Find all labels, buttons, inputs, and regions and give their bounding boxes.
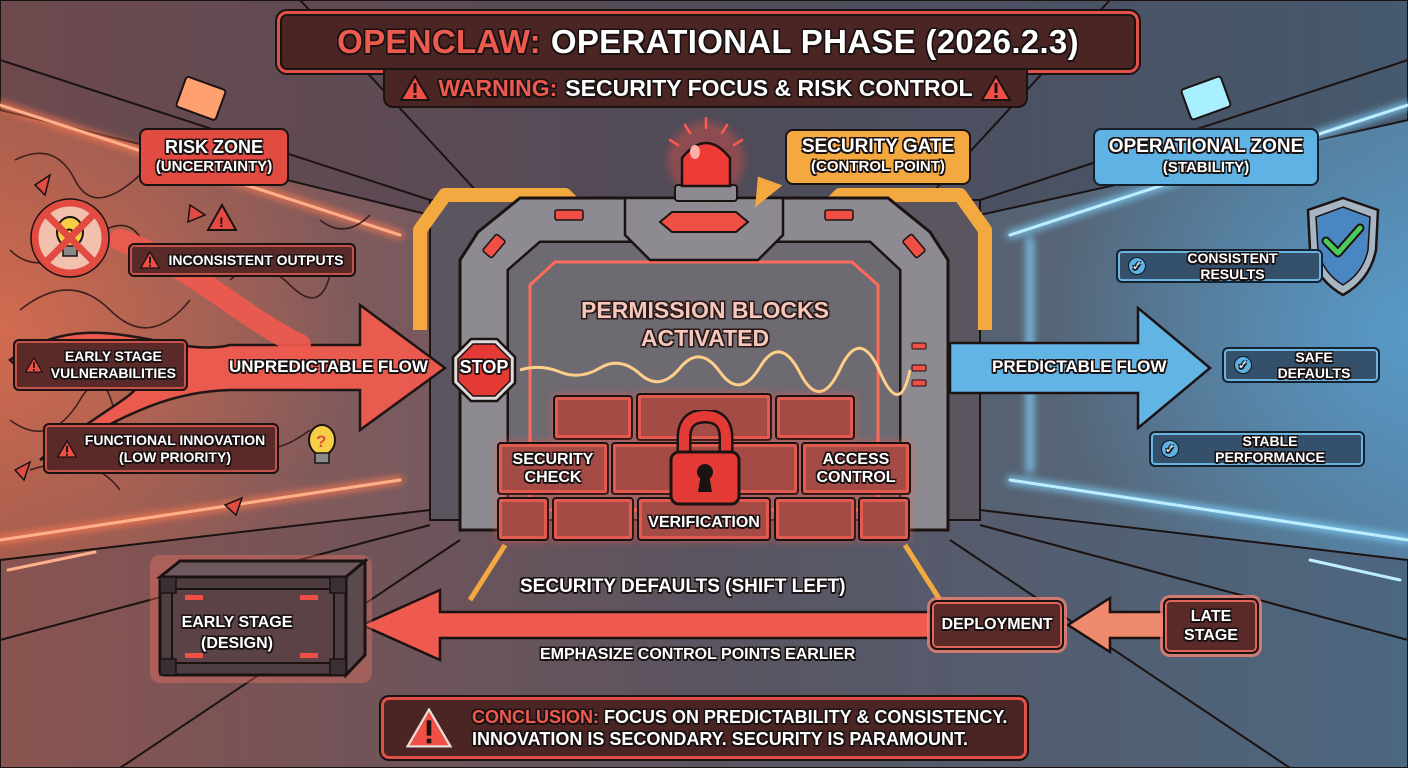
shield-check-icon [1306, 196, 1380, 297]
warning-triangle-icon [56, 439, 77, 458]
security-check-text: SECURITY CHECK [513, 451, 594, 487]
late-stage-line2: STAGE [1184, 627, 1238, 644]
check-circle-icon: ✓ [1161, 440, 1179, 458]
stable-item-label: SAFE DEFAULTS [1277, 349, 1351, 381]
stable-item-label: STABLE PERFORMANCE [1215, 433, 1325, 465]
risk-zone-title: RISK ZONE [164, 137, 263, 157]
warning-triangle-icon [400, 75, 431, 101]
access-control-text: ACCESS CONTROL [816, 451, 895, 487]
gate-callout-subtitle: (CONTROL POINT) [811, 158, 945, 175]
risk-zone-label: RISK ZONE (UNCERTAINTY) [139, 128, 289, 186]
unpredictable-flow-label: UNPREDICTABLE FLOW [229, 357, 428, 376]
block-line2: CHECK [524, 468, 582, 486]
risk-item-line1: FUNCTIONAL INNOVATION [84, 431, 266, 448]
stop-sign-icon [451, 337, 517, 403]
warning-accent: WARNING: [438, 74, 558, 101]
warning-triangle-icon [980, 75, 1011, 101]
warning-triangle-icon [140, 251, 161, 269]
alarm-beacon-icon [668, 116, 744, 202]
warning-banner: WARNING: SECURITY FOCUS & RISK CONTROL [383, 70, 1028, 108]
check-circle-icon: ✓ [1128, 257, 1146, 275]
early-stage-line2: (DESIGN) [201, 635, 273, 652]
early-stage-line1: EARLY STAGE [181, 614, 293, 631]
title-accent: OPENCLAW: [337, 23, 541, 60]
early-stage-crate [150, 555, 372, 683]
conclusion-line2: INNOVATION IS SECONDARY. SECURITY IS PAR… [472, 729, 969, 749]
check-circle-icon: ✓ [1234, 356, 1252, 374]
deployment-stage: DEPLOYMENT [930, 600, 1064, 650]
risk-item-inconsistent-outputs: INCONSISTENT OUTPUTS [128, 243, 356, 277]
risk-item-text: FUNCTIONAL INNOVATION (LOW PRIORITY) [85, 432, 265, 466]
conclusion-text: CONCLUSION: FOCUS ON PREDICTABILITY & CO… [472, 706, 1007, 750]
warning-text: SECURITY FOCUS & RISK CONTROL [565, 74, 973, 101]
permission-status: PERMISSION BLOCKS ACTIVATED [520, 296, 890, 352]
crossed-out-lightbulb-icon: ? [30, 198, 110, 278]
permission-line1: PERMISSION BLOCKS [581, 297, 829, 323]
svg-text:!: ! [219, 214, 224, 230]
conclusion-line1: FOCUS ON PREDICTABILITY & CONSISTENCY. [604, 707, 1008, 727]
risk-item-functional-innovation: FUNCTIONAL INNOVATION (LOW PRIORITY) [43, 423, 279, 474]
permission-line2: ACTIVATED [640, 325, 770, 351]
risk-item-early-stage-vulnerabilities: EARLY STAGE VULNERABILITIES [13, 339, 188, 391]
brick [552, 497, 634, 541]
risk-zone-subtitle: (UNCERTAINTY) [155, 158, 273, 175]
risk-item-text: EARLY STAGE VULNERABILITIES [51, 348, 176, 382]
page-title: OPENCLAW: OPERATIONAL PHASE (2026.2.3) [277, 11, 1139, 73]
conclusion-accent: CONCLUSION: [472, 707, 599, 727]
operational-zone-title: OPERATIONAL ZONE [1108, 136, 1304, 157]
svg-text:?: ? [316, 432, 326, 451]
block-line2: CONTROL [816, 468, 896, 486]
access-control-block: ACCESS CONTROL [801, 442, 911, 495]
gate-callout-title: SECURITY GATE [801, 136, 955, 157]
stable-item-consistent-results: ✓ CONSISTENT RESULTS [1116, 249, 1323, 283]
warning-triangle-icon [25, 356, 43, 373]
stop-label: STOP [459, 357, 509, 377]
security-check-block: SECURITY CHECK [497, 442, 609, 495]
stable-item-safe-defaults: ✓ SAFE DEFAULTS [1222, 347, 1380, 383]
risk-item-line1: EARLY STAGE [64, 348, 162, 364]
risk-item-line2: (LOW PRIORITY) [119, 448, 231, 465]
brick [497, 497, 549, 541]
shift-left-subtitle: EMPHASIZE CONTROL POINTS EARLIER [540, 646, 856, 663]
operational-zone-subtitle: (STABILITY) [1162, 159, 1250, 176]
padlock-icon [669, 410, 741, 506]
stable-item-label: CONSISTENT RESULTS [1187, 250, 1278, 282]
question-lightbulb-icon: ? [308, 424, 336, 464]
predictable-flow-label: PREDICTABLE FLOW [992, 357, 1167, 376]
block-line1: ACCESS [822, 450, 890, 468]
risk-item-label: INCONSISTENT OUTPUTS [168, 252, 344, 268]
brick [858, 497, 910, 541]
title-main: OPERATIONAL PHASE (2026.2.3) [550, 23, 1079, 60]
stable-item-stable-performance: ✓ STABLE PERFORMANCE [1149, 431, 1365, 467]
brick [775, 395, 855, 440]
operational-zone-label: OPERATIONAL ZONE (STABILITY) [1093, 128, 1319, 186]
late-stage-line1: LATE [1190, 608, 1232, 625]
security-gate-callout: SECURITY GATE (CONTROL POINT) [785, 129, 971, 185]
conclusion-banner: CONCLUSION: FOCUS ON PREDICTABILITY & CO… [381, 697, 1027, 759]
shift-left-title: SECURITY DEFAULTS (SHIFT LEFT) [520, 576, 846, 597]
warning-triangle-icon [406, 708, 452, 748]
late-stage: LATE STAGE [1163, 598, 1259, 654]
brick [774, 497, 856, 541]
block-line1: SECURITY [512, 450, 594, 468]
risk-item-line2: VULNERABILITIES [50, 365, 176, 381]
brick [553, 395, 633, 440]
early-stage-label: EARLY STAGE (DESIGN) [170, 612, 304, 654]
